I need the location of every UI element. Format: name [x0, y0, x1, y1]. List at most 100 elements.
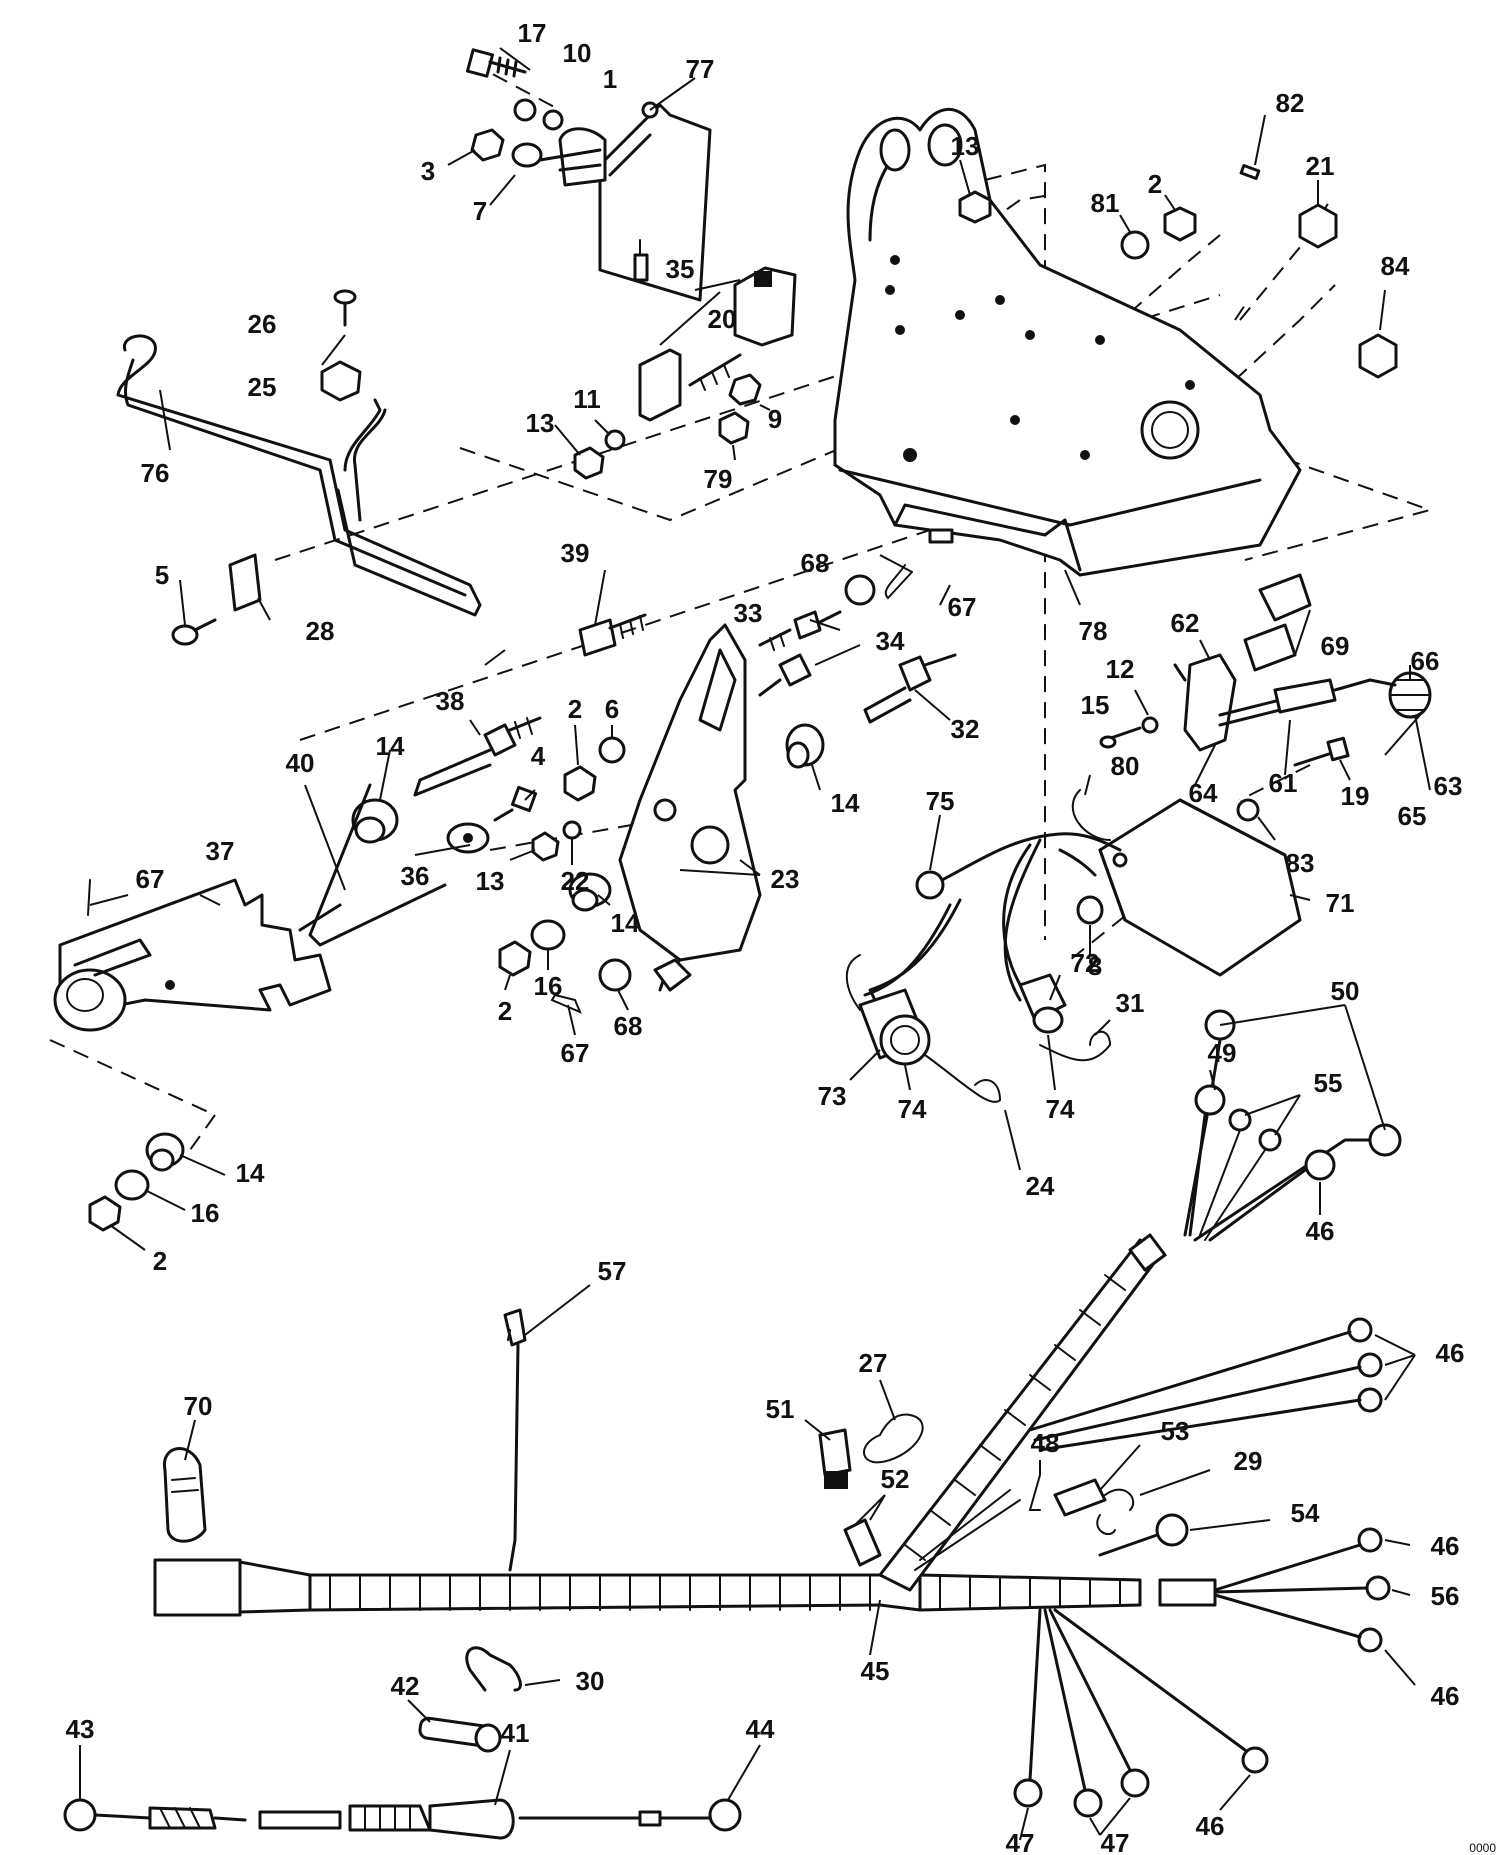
callout-20: 20 [708, 304, 737, 334]
part-46-terminal-top [1208, 1149, 1336, 1242]
part-13-nut-top [958, 190, 992, 224]
callout-35: 35 [666, 254, 695, 284]
part-9-lockwasher [728, 373, 762, 406]
callout-19: 19 [1341, 781, 1370, 811]
callout-83: 83 [1286, 848, 1315, 878]
callout-14-right: 14 [831, 788, 860, 818]
callout-38: 38 [436, 686, 465, 716]
part-33-stud [758, 610, 842, 651]
callout-51: 51 [766, 1394, 795, 1424]
callout-14-mid: 14 [611, 908, 640, 938]
part-26-screw [333, 289, 357, 327]
part-55-terminals [1199, 1108, 1282, 1241]
part-41-cable [63, 1798, 742, 1840]
callout-71: 71 [1326, 888, 1355, 918]
part-62-switch [1173, 653, 1237, 752]
part-14-bushing-mid [568, 872, 612, 912]
callout-46-top: 46 [1306, 1216, 1335, 1246]
part-48-wire [1028, 1474, 1041, 1511]
part-16-washer-mid [530, 919, 566, 951]
callout-47-left: 47 [1006, 1828, 1035, 1855]
callout-36: 36 [401, 861, 430, 891]
part-45-main-harness [153, 1233, 1217, 1617]
part-38-stud [413, 716, 542, 797]
part-84-nut [1358, 333, 1398, 379]
part-10-washer [513, 98, 537, 122]
part-50-terminals [1183, 1009, 1402, 1242]
part-76-link-rod [116, 334, 482, 617]
part-67-cotter-pin-low [550, 993, 582, 1014]
callout-69: 69 [1321, 631, 1350, 661]
part-14-bushing-low [145, 1132, 185, 1172]
drawing-code: 0000 [1469, 1841, 1496, 1855]
part-80-wire [1071, 789, 1111, 841]
callout-44: 44 [746, 1714, 775, 1744]
part-52-clip [843, 1518, 882, 1567]
part-73-connector [858, 988, 931, 1066]
callout-11: 11 [573, 384, 601, 414]
callout-46-far-right: 46 [1431, 1531, 1460, 1561]
part-23-throttle-cam [618, 623, 762, 992]
callout-14-left: 14 [376, 731, 405, 761]
callout-46-right: 46 [1436, 1338, 1465, 1368]
callout-2-bottom: 2 [153, 1246, 167, 1276]
callout-28: 28 [306, 616, 335, 646]
part-14-bushing-left [351, 798, 399, 844]
part-74-loop [845, 954, 861, 1011]
callout-54: 54 [1291, 1498, 1320, 1528]
part-46-terminals-far-right [1213, 1527, 1391, 1653]
callout-46-bottom: 46 [1196, 1811, 1225, 1841]
callout-labels: 17 10 1 77 3 7 13 82 2 21 81 84 35 20 26… [66, 18, 1465, 1855]
callout-74-left: 74 [898, 1094, 927, 1124]
callout-29: 29 [1234, 1446, 1263, 1476]
callout-15: 15 [1081, 690, 1110, 720]
callout-39: 39 [561, 538, 590, 568]
part-25-nut [320, 360, 362, 402]
callout-27: 27 [859, 1348, 888, 1378]
callout-62: 62 [1171, 608, 1200, 638]
part-66-connector [1368, 671, 1432, 719]
callout-55: 55 [1314, 1068, 1343, 1098]
callout-63: 63 [1434, 771, 1463, 801]
callout-23: 23 [771, 864, 800, 894]
part-21-nut [1298, 203, 1338, 249]
callout-42: 42 [391, 1671, 420, 1701]
callout-56: 56 [1431, 1581, 1460, 1611]
callout-77: 77 [686, 54, 715, 84]
part-7-washer [511, 142, 543, 168]
callout-14-low: 14 [236, 1158, 265, 1188]
callout-21: 21 [1306, 151, 1335, 181]
callout-33: 33 [734, 598, 763, 628]
callout-30: 30 [576, 1666, 605, 1696]
callout-16-low: 16 [191, 1198, 220, 1228]
part-34-stud [758, 653, 812, 697]
part-30-clip [465, 1646, 522, 1692]
part-79-nut [718, 411, 750, 445]
callout-49: 49 [1208, 1038, 1237, 1068]
callout-8: 8 [1088, 951, 1102, 981]
callout-1: 1 [603, 64, 617, 94]
callout-81: 81 [1091, 188, 1120, 218]
part-57-lead [503, 1308, 527, 1572]
callout-70: 70 [184, 1391, 213, 1421]
part-51-fitting [818, 1428, 852, 1489]
part-2-nut-mid [563, 765, 597, 802]
callout-50: 50 [1331, 976, 1360, 1006]
part-81-washer [1120, 230, 1150, 260]
part-15-screw [1099, 726, 1142, 749]
part-19-screw [1293, 736, 1350, 767]
callout-34: 34 [876, 626, 905, 656]
callout-52: 52 [881, 1464, 910, 1494]
part-46-terminals-right [1028, 1317, 1383, 1452]
part-13-nut-low [531, 831, 560, 862]
part-49-terminal [1188, 1084, 1226, 1237]
part-53-connector [1053, 1478, 1107, 1517]
part-42-fuse [418, 1716, 502, 1753]
part-28-clip [228, 553, 262, 612]
harness-branch-wires [914, 1489, 1021, 1571]
part-47-terminals [1013, 1608, 1150, 1818]
callout-2-top: 2 [1148, 169, 1162, 199]
callout-47-right: 47 [1101, 1828, 1130, 1855]
part-67-cotter-pin-top [884, 564, 913, 600]
